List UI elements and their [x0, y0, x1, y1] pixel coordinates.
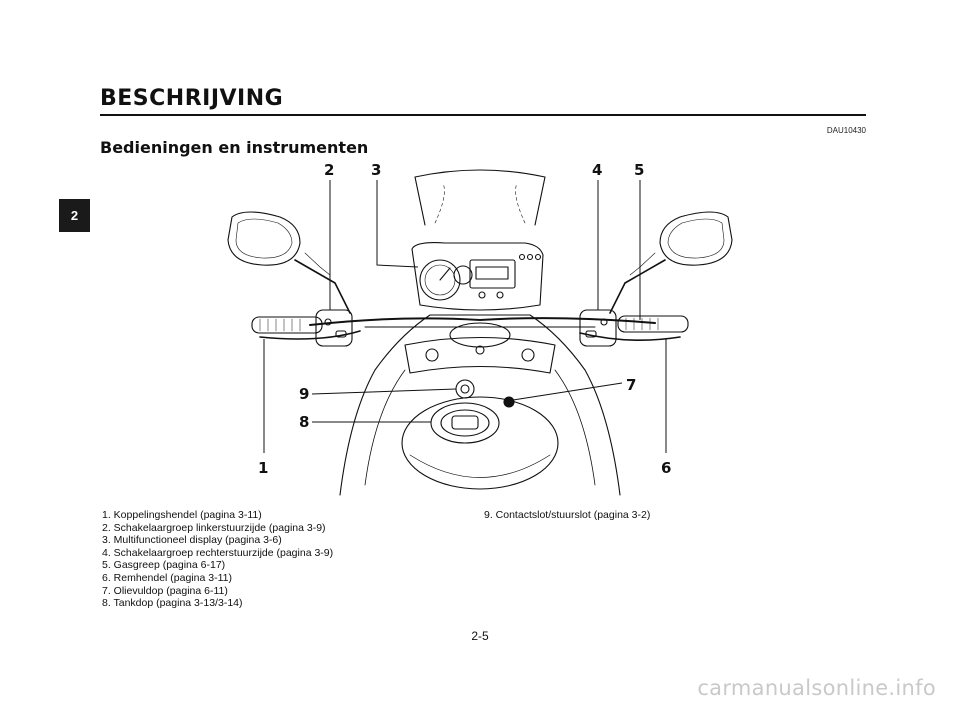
legend-item-9: 9. Contactslot/stuurslot (pagina 3-2) [484, 509, 651, 521]
instrument-cluster [411, 242, 544, 311]
handlebar [309, 317, 656, 326]
legend-item-8: 8. Tankdop (pagina 3-13/3-14) [102, 597, 243, 610]
legend-item-5: 5. Gasgreep (pagina 6-17) [102, 559, 226, 572]
callout-2: 2 [324, 161, 334, 179]
fuel-tank-outline [401, 396, 559, 490]
section-title: Bedieningen en instrumenten [100, 138, 369, 157]
callout-9: 9 [299, 385, 309, 403]
legend-item-7: 7. Olievuldop (pagina 6-11) [102, 584, 228, 597]
legend-item-6: 6. Remhendel (pagina 3-11) [102, 571, 232, 584]
right-switch-housing [579, 309, 617, 347]
legend-list-right: 9. Contactslot/stuurslot (pagina 3-2) [484, 509, 650, 522]
left-grip [251, 316, 323, 334]
motorcycle-controls-illustration: 1 2 3 4 5 6 7 8 9 [227, 161, 733, 496]
callout-5: 5 [634, 161, 644, 179]
legend-list-left: 1. Koppelingshendel (pagina 3-11) 2. Sch… [102, 509, 333, 610]
right-grip [617, 315, 689, 333]
ignition-switch-illustration [455, 379, 475, 399]
chapter-tab: 2 [59, 199, 90, 232]
legend-item-1: 1. Koppelingshendel (pagina 3-11) [102, 509, 262, 521]
leader-line-7 [512, 382, 623, 401]
page-header-title: BESCHRIJVING [100, 86, 284, 111]
right-mirror [609, 211, 733, 314]
legend-item-2: 2. Schakelaargroep linkerstuurzijde (pag… [102, 521, 326, 534]
page-number: 2-5 [471, 629, 489, 643]
clutch-lever [259, 330, 361, 340]
left-mirror [227, 211, 351, 314]
leader-line-9 [311, 388, 457, 395]
document-code: DAU10430 [826, 126, 866, 135]
chapter-tab-label: 2 [70, 208, 79, 223]
callout-6: 6 [661, 459, 671, 477]
header-rule [100, 114, 866, 116]
callout-3: 3 [371, 161, 381, 179]
leader-line-3 [376, 180, 419, 268]
fairing-outline [339, 314, 621, 496]
tank-cap-illustration [430, 402, 500, 444]
callout-4: 4 [592, 161, 602, 179]
windscreen [414, 169, 546, 226]
brake-lever [579, 332, 681, 341]
callout-8: 8 [299, 413, 309, 431]
oil-cap-illustration [503, 396, 515, 408]
legend-item-3: 3. Multifunctioneel display (pagina 3-6) [102, 534, 282, 547]
callout-1: 1 [258, 459, 268, 477]
watermark: carmanualsonline.info [697, 676, 936, 700]
callout-7: 7 [626, 376, 636, 394]
legend-item-4: 4. Schakelaargroep rechterstuurzijde (pa… [102, 546, 334, 559]
left-switch-housing [315, 309, 353, 347]
triple-clamp [404, 336, 556, 374]
